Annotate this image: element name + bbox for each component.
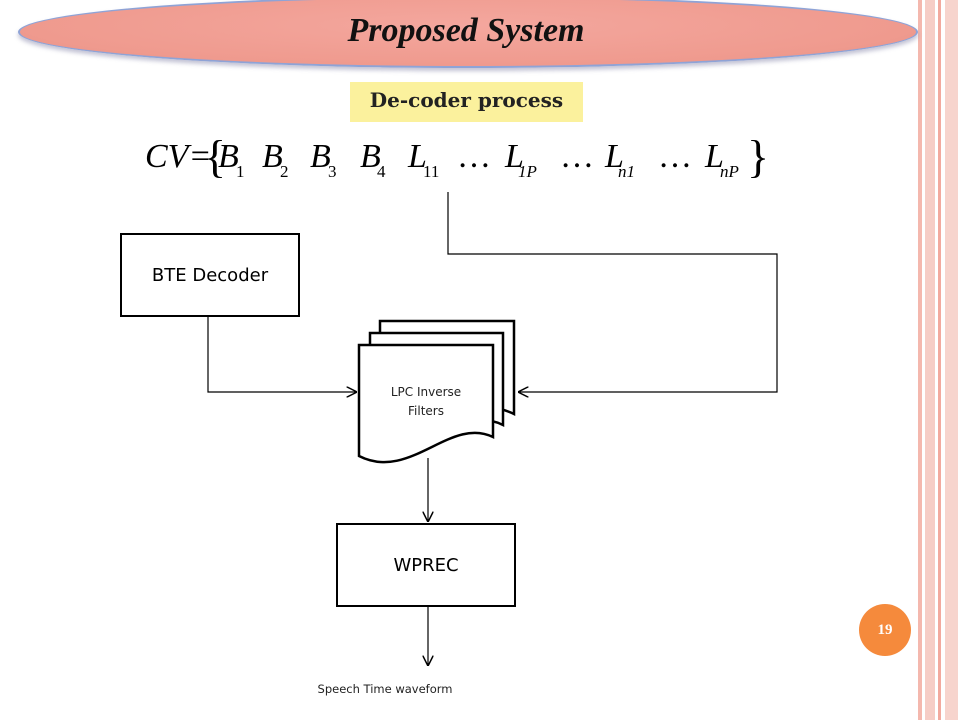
bte-decoder-label: BTE Decoder bbox=[151, 264, 269, 286]
page-number: 19 bbox=[877, 621, 893, 638]
slide-title: Proposed System bbox=[347, 12, 585, 49]
eq-sub-b3: 3 bbox=[328, 162, 337, 181]
subtitle-highlight bbox=[350, 82, 583, 122]
equation-right-brace: } bbox=[747, 131, 770, 182]
slide-subtitle: De-coder process bbox=[369, 88, 564, 112]
eq-term-l11: L bbox=[408, 138, 427, 175]
eq-ellipsis-2: … bbox=[560, 138, 594, 175]
eq-sub-ln1: n1 bbox=[618, 162, 635, 181]
connector-equation-to-lpc bbox=[447, 192, 778, 392]
equation-left-brace: { bbox=[204, 131, 227, 182]
eq-sub-lnp: nP bbox=[720, 162, 739, 181]
lpc-label-line1: LPC Inverse bbox=[390, 385, 462, 399]
lpc-filter-stack bbox=[357, 319, 516, 464]
eq-term-b3: B bbox=[310, 138, 331, 175]
eq-term-l1p: L bbox=[505, 138, 524, 175]
eq-ellipsis-3: … bbox=[658, 138, 692, 175]
bte-decoder-box: BTE Decoder bbox=[120, 233, 300, 317]
equation-lhs: CV= bbox=[145, 138, 212, 175]
eq-sub-b2: 2 bbox=[280, 162, 289, 181]
lpc-filters-label: LPC Inverse Filters bbox=[361, 383, 491, 421]
lpc-sheet-front bbox=[357, 343, 495, 464]
eq-term-b2: B bbox=[262, 138, 283, 175]
eq-term-b4: B bbox=[360, 138, 381, 175]
eq-term-ln1: L bbox=[605, 138, 624, 175]
output-caption: Speech Time waveform bbox=[317, 682, 453, 696]
lpc-label-line2: Filters bbox=[408, 404, 444, 418]
wprec-label: WPREC bbox=[393, 554, 459, 576]
eq-sub-b4: 4 bbox=[377, 162, 386, 181]
eq-ellipsis-1: … bbox=[457, 138, 491, 175]
eq-sub-l1p: 1P bbox=[518, 162, 537, 181]
eq-sub-b1: 1 bbox=[236, 162, 245, 181]
codevector-equation: CV= { B 1 B 2 B 3 B 4 L 11 … L 1P … L n1… bbox=[140, 131, 780, 194]
page-number-badge: 19 bbox=[859, 604, 911, 656]
title-banner bbox=[18, 0, 918, 68]
wprec-box: WPREC bbox=[336, 523, 516, 607]
eq-term-lnp: L bbox=[705, 138, 724, 175]
slide-right-border bbox=[916, 0, 960, 720]
eq-term-b1: B bbox=[218, 138, 239, 175]
eq-sub-l11: 11 bbox=[423, 162, 440, 181]
connector-bte-to-lpc bbox=[207, 315, 356, 392]
